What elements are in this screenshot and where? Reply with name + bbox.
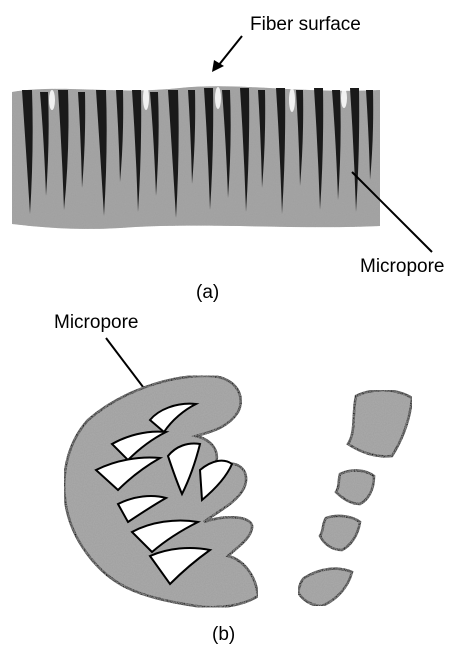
- label-micropore-a: Micropore: [360, 256, 444, 277]
- fragment-2: [336, 470, 374, 504]
- fragment-3: [320, 516, 360, 550]
- arrow-fiber-surface: [218, 36, 242, 66]
- fragment-1: [348, 390, 412, 456]
- caption-a: (a): [196, 282, 219, 303]
- particle-fragments: [298, 390, 412, 606]
- label-micropore-b: Micropore: [54, 312, 138, 333]
- caption-b: (b): [212, 624, 235, 645]
- fragment-4: [298, 569, 352, 606]
- label-fiber-surface: Fiber surface: [250, 14, 361, 35]
- panel-a: Fiber surface Micropore (a): [12, 14, 444, 303]
- panel-b: Micropore (b): [54, 312, 412, 645]
